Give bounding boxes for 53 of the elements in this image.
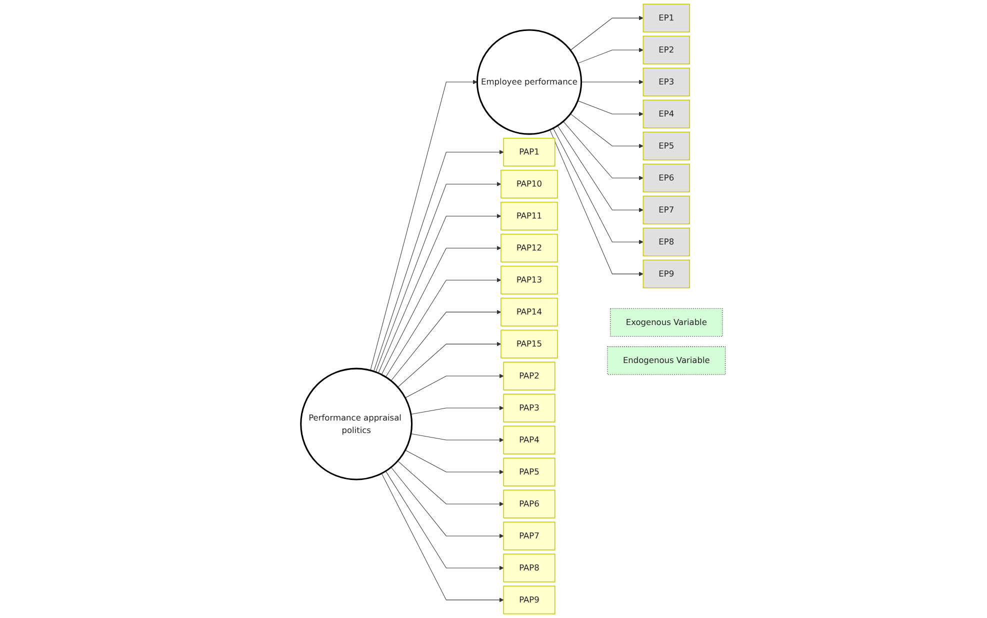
node-circle: Employee performance bbox=[476, 29, 582, 135]
node-box: EP6 bbox=[642, 164, 690, 192]
node-box: PAP7 bbox=[503, 522, 556, 550]
arrow bbox=[370, 80, 478, 371]
arrow bbox=[405, 450, 504, 474]
node-box: PAP1 bbox=[503, 138, 556, 166]
node-circle: Performance appraisal politics bbox=[300, 368, 413, 480]
arrow bbox=[581, 80, 644, 84]
arrow bbox=[398, 460, 504, 506]
arrow bbox=[385, 278, 502, 378]
node-box: EP3 bbox=[642, 68, 690, 96]
arrow bbox=[557, 125, 644, 212]
arrow bbox=[390, 467, 504, 538]
node-box: PAP4 bbox=[503, 426, 556, 454]
node-box: EP8 bbox=[642, 228, 690, 256]
arrow bbox=[390, 310, 502, 382]
node-box: EP4 bbox=[642, 100, 690, 128]
arrow bbox=[570, 114, 644, 148]
node-box: PAP8 bbox=[503, 554, 556, 582]
node-box: PAP9 bbox=[503, 586, 556, 614]
arrow bbox=[373, 150, 504, 372]
arrow bbox=[381, 246, 502, 375]
node-box: PAP11 bbox=[500, 202, 558, 230]
arrow bbox=[381, 473, 504, 602]
node-box: PAP6 bbox=[503, 490, 556, 518]
arrow bbox=[563, 121, 644, 180]
arrow bbox=[552, 128, 644, 244]
arrow bbox=[410, 406, 504, 415]
arrow bbox=[570, 16, 644, 51]
node-box: EP2 bbox=[642, 36, 690, 64]
arrow bbox=[398, 342, 502, 388]
node-box: Endogenous Variable bbox=[607, 346, 726, 375]
node-box: PAP2 bbox=[503, 362, 556, 390]
arrow bbox=[578, 100, 644, 116]
arrow bbox=[578, 48, 644, 64]
node-box: PAP12 bbox=[500, 234, 558, 262]
arrow bbox=[385, 470, 504, 570]
node-box: EP1 bbox=[642, 4, 690, 32]
arrow bbox=[405, 374, 504, 398]
arrow bbox=[550, 130, 644, 276]
node-box: PAP14 bbox=[500, 298, 558, 326]
node-box: PAP3 bbox=[503, 394, 556, 422]
node-box: EP5 bbox=[642, 132, 690, 160]
arrow bbox=[378, 214, 502, 374]
node-box: PAP15 bbox=[500, 330, 558, 358]
node-box: PAP10 bbox=[500, 170, 558, 198]
node-box: EP7 bbox=[642, 196, 690, 224]
node-box: EP9 bbox=[642, 260, 690, 288]
node-box: Exogenous Variable bbox=[610, 308, 723, 337]
arrow bbox=[410, 433, 504, 442]
arrow bbox=[376, 182, 502, 372]
node-box: PAP5 bbox=[503, 458, 556, 486]
node-box: PAP13 bbox=[500, 266, 558, 294]
